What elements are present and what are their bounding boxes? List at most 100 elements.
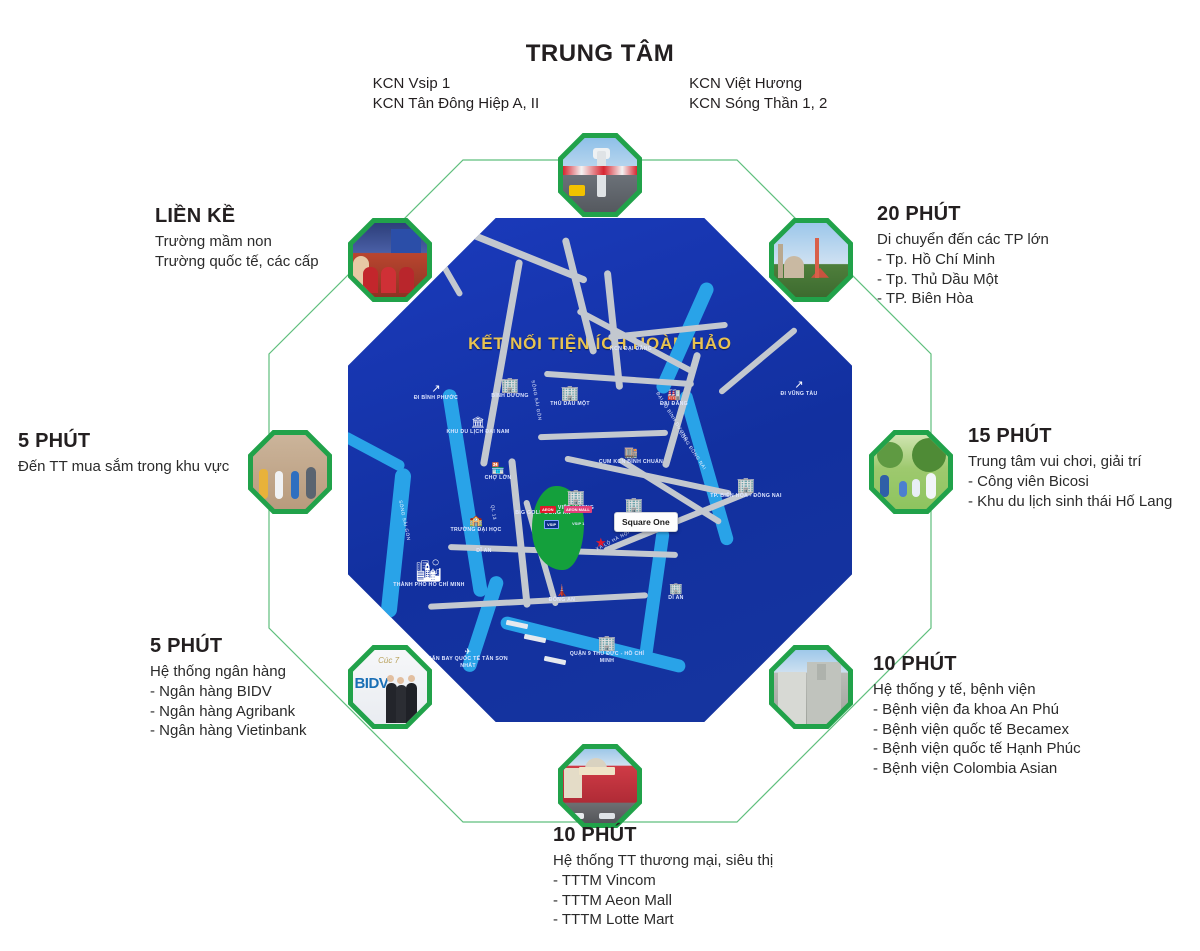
badge-shopping[interactable] — [248, 430, 332, 514]
10-phut-y-te-item: - Bệnh viện Colombia Asian — [873, 760, 1058, 778]
section-lien-ke: LIỀN KỀ Trường mầm non Trường quốc tế, c… — [155, 205, 319, 272]
tag-aeon-mall: AEON MALL — [564, 506, 592, 513]
badge-hospital[interactable] — [769, 645, 853, 729]
resort-icon: 🏛 — [470, 417, 486, 429]
tag-aeon: AEON — [540, 506, 556, 513]
5-phut-ngan-hang-item: - Ngân hàng Vietinbank — [150, 722, 307, 740]
project-star-marker: ★ — [595, 535, 607, 550]
section-10-phut-y-te: 10 PHÚT Hệ thống y tế, bệnh viện - Bệnh … — [873, 653, 1081, 779]
20-phut-item: - Tp. Thủ Dầu Một — [877, 270, 999, 288]
poi-di-binh-phuoc: ↗ ĐI BÌNH PHƯỚC — [406, 384, 466, 402]
arrow-icon: ↗ — [431, 383, 441, 395]
kcn-item: KCN Vsip 1 — [372, 75, 451, 92]
15-phut-subtitle: Trung tâm vui chơi, giải trí — [968, 453, 1142, 470]
factory-icon: 🏭 — [667, 389, 681, 401]
15-phut-item: - Khu du lịch sinh thái Hố Lang — [968, 492, 1173, 510]
kcn-item: KCN Việt Hương — [689, 75, 803, 92]
building-icon: 🏢 — [669, 583, 683, 595]
building-icon: 🏢 — [597, 635, 617, 652]
poi-kcn-dai-dang: KCN ĐẠI ĐĂNG — [610, 346, 652, 352]
20-phut-title: 20 PHÚT — [877, 203, 961, 225]
building-icon: 🏢 — [560, 385, 580, 402]
20-phut-subtitle: Di chuyển đến các TP lớn — [877, 231, 1049, 248]
lien-ke-line-2: Trường quốc tế, các cấp — [155, 252, 319, 270]
building-icon: 🏢 — [566, 489, 586, 506]
poi-binh-duong: 🏢 BÌNH DƯƠNG — [478, 378, 542, 400]
poi-dai-dang: 🏭 ĐẠI ĐĂNG — [642, 390, 706, 408]
10-phut-y-te-item: - Bệnh viện quốc tế Hạnh Phúc — [873, 740, 1081, 758]
tag-vsip: VSIP — [544, 520, 560, 529]
10-phut-thuong-mai-subtitle: Hệ thống TT thương mại, siêu thị — [553, 852, 774, 869]
kcn-item: KCN Tân Đông Hiệp A, II — [372, 95, 540, 113]
20-phut-item: - TP. Biên Hòa — [877, 290, 974, 308]
poi-di-vung-tau: ↗ ĐI VŨNG TÀU — [768, 380, 830, 398]
section-trung-tam: TRUNG TÂM KCN Vsip 1 KCN Tân Đông Hiệp A… — [0, 40, 1200, 115]
badge-city-landmark[interactable] — [769, 218, 853, 302]
10-phut-y-te-subtitle: Hệ thống y tế, bệnh viện — [873, 681, 1036, 698]
trung-tam-right-list: KCN Việt Hương KCN Sóng Thần 1, 2 — [689, 74, 827, 115]
school-icon: 🏫 — [469, 515, 483, 527]
5-phut-ngan-hang-subtitle: Hệ thống ngân hàng — [150, 663, 286, 680]
poi-quan9-thu-duc: 🏢 QUẬN 9 THỦ ĐỨC - HỒ CHÍ MINH — [569, 635, 645, 664]
10-phut-y-te-item: - Bệnh viện đa khoa An Phú — [873, 700, 1059, 718]
trung-tam-left-list: KCN Vsip 1 KCN Tân Đông Hiệp A, II — [373, 74, 539, 115]
5-phut-mua-sam-title: 5 PHÚT — [18, 430, 91, 452]
building-icon: 🏢 — [500, 377, 520, 394]
road-ql13-mid — [479, 258, 524, 468]
5-phut-ngan-hang-title: 5 PHÚT — [150, 635, 223, 657]
10-phut-thuong-mai-item: - TTTM Lotte Mart — [553, 911, 674, 929]
section-10-phut-thuong-mai: 10 PHÚT Hệ thống TT thương mại, siêu thị… — [553, 824, 773, 930]
poi-di-an-east: 🏢 DĨ AN — [648, 584, 704, 602]
badge-lotte-mart[interactable] — [558, 744, 642, 828]
poi-truong-dai-hoc: 🏫 TRƯỜNG ĐẠI HỌC — [444, 516, 508, 534]
trung-tam-title: TRUNG TÂM — [525, 40, 675, 67]
badge-school[interactable] — [348, 218, 432, 302]
poi-tan-son-nhat-airport: ✈ SÂN BAY QUỐC TẾ TÂN SƠN NHẤT — [428, 647, 508, 669]
badge-industrial-park[interactable] — [558, 133, 642, 217]
poi-bien-hoa-dong-nai: 🏢 TP. BIÊN HÒA - ĐỒNG NAI — [700, 478, 792, 500]
road-cross-2 — [537, 429, 669, 441]
poi-big-golf-dong-an: BIG GOLF ĐÔNG AN — [515, 510, 571, 516]
10-phut-thuong-mai-item: - TTTM Aeon Mall — [553, 891, 672, 909]
20-phut-item: - Tp. Hồ Chí Minh — [877, 250, 996, 268]
road-dt743-north — [561, 236, 598, 356]
tag-vsip-1: VSIP 1 — [572, 521, 585, 526]
bank-ribbon-text: Cúc 7 — [378, 655, 400, 665]
tower-icon: 🗼 — [555, 585, 569, 597]
factory-icon: 🏬 — [624, 447, 638, 459]
10-phut-thuong-mai-item: - TTTM Vincom — [553, 871, 656, 889]
section-5-phut-ngan-hang: 5 PHÚT Hệ thống ngân hàng - Ngân hàng BI… — [150, 635, 307, 741]
bridge-3 — [543, 655, 567, 666]
map-layer: SÔNG SÀI GÒN SÔNG SÀI GÒN SÔNG ĐỒNG NAI … — [348, 218, 852, 722]
building-icon: 🏢 — [624, 497, 644, 514]
building-icon: 🏢 — [736, 477, 756, 494]
poi-dai-nam: 🏛 KHU DU LỊCH ĐẠI NAM — [446, 417, 510, 436]
road-east-link — [608, 321, 728, 341]
connectivity-map: KẾT NỐI TIỆN ÍCH HOÀN HẢO SÔNG SÀI GÒN S… — [348, 218, 852, 722]
lien-ke-line-1: Trường mầm non — [155, 233, 272, 250]
section-20-phut: 20 PHÚT Di chuyển đến các TP lớn - Tp. H… — [877, 203, 1049, 309]
section-15-phut: 15 PHÚT Trung tâm vui chơi, giải trí - C… — [968, 425, 1172, 511]
badge-family-park[interactable] — [869, 430, 953, 514]
lien-ke-title: LIỀN KỀ — [155, 205, 236, 227]
poi-cum-kcn-binh-chuan: 🏬 CỤM KCN BÌNH CHUẨN — [596, 448, 666, 466]
market-icon: 🏪 — [491, 463, 505, 475]
poi-thanh-pho-ho-chi-minh: 🏙 THÀNH PHỐ HỒ CHÍ MINH — [384, 560, 474, 589]
river-saigon-seg2 — [380, 467, 412, 619]
kcn-item: KCN Sóng Thần 1, 2 — [689, 95, 828, 113]
project-callout-square-one[interactable]: Square One — [614, 512, 678, 532]
15-phut-item: - Công viên Bicosi — [968, 472, 1089, 490]
10-phut-thuong-mai-title: 10 PHÚT — [553, 824, 637, 846]
poi-dong-an: 🗼 ĐÔNG AN — [534, 586, 590, 604]
poi-di-an: DĨ AN — [476, 548, 492, 554]
map-title: KẾT NỐI TIỆN ÍCH HOÀN HẢO — [468, 334, 732, 353]
5-phut-ngan-hang-item: - Ngân hàng Agribank — [150, 702, 296, 720]
river-saigon-seg1 — [348, 430, 407, 473]
5-phut-ngan-hang-item: - Ngân hàng BIDV — [150, 682, 272, 700]
10-phut-y-te-title: 10 PHÚT — [873, 653, 957, 675]
10-phut-y-te-item: - Bệnh viện quốc tế Becamex — [873, 720, 1069, 738]
poi-cho-lon: 🏪 CHỢ LỚN — [466, 464, 530, 482]
5-phut-mua-sam-subtitle: Đến TT mua sắm trong khu vực — [18, 458, 230, 475]
badge-bank[interactable]: Cúc 7 BIDV — [348, 645, 432, 729]
